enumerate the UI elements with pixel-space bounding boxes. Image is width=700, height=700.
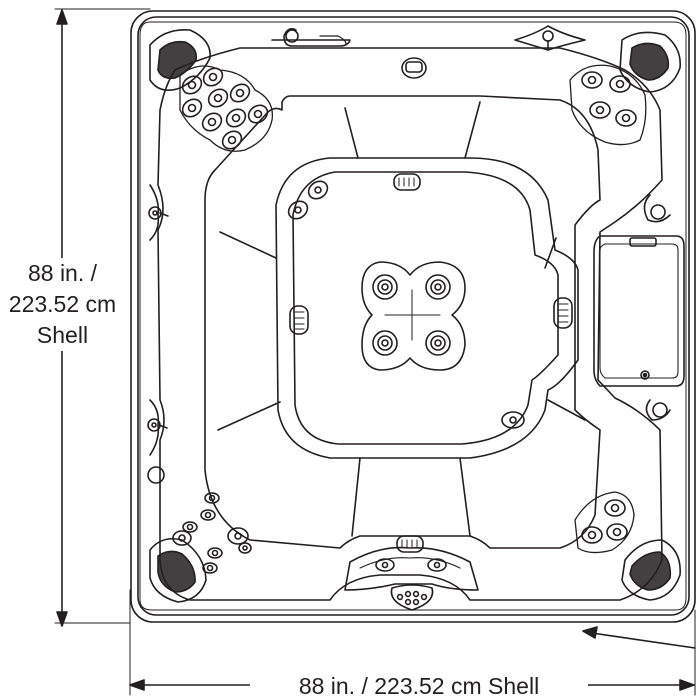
jet [375, 558, 395, 572]
height-shell-text: Shell [36, 322, 89, 348]
jet [221, 130, 243, 150]
pointer-arrow [582, 626, 696, 649]
jet-group-bottom-left [172, 492, 252, 574]
jet [181, 98, 203, 118]
footwell [217, 101, 586, 537]
height-value-cm: 223.52 cm [8, 291, 117, 317]
jet-group-bottom-right [574, 491, 635, 554]
jet [372, 274, 398, 300]
jet [227, 527, 249, 545]
corner-pillow-bottom-right [621, 539, 681, 601]
top-edge-fittings [271, 25, 586, 79]
jet [202, 562, 218, 574]
jet-group-top-left [179, 65, 274, 152]
left-side-fittings [147, 184, 169, 484]
jet [425, 330, 451, 356]
suction-fitting-bottom [396, 535, 424, 553]
jet [501, 411, 525, 429]
jet [615, 109, 637, 127]
width-dimension-label: 88 in. / 223.52 cm Shell [250, 672, 588, 700]
jet [207, 88, 229, 108]
jet [247, 104, 269, 124]
jet [225, 108, 247, 128]
jet [182, 521, 198, 533]
jet [427, 558, 447, 572]
jet [425, 274, 451, 300]
jet [229, 83, 251, 103]
jet [181, 75, 203, 95]
footwell-jets [287, 180, 525, 429]
corner-pillow-top-right [619, 31, 682, 93]
jet [609, 75, 631, 93]
right-lounge-bench [593, 235, 685, 387]
jet [207, 547, 223, 559]
jet [606, 523, 628, 541]
jet [581, 526, 603, 544]
suction-fitting-left [289, 305, 309, 335]
height-value-in: 88 in. / [27, 260, 98, 286]
front-control-panel [344, 546, 479, 611]
right-side-fittings [643, 194, 671, 421]
jet [372, 330, 398, 356]
jet [287, 200, 309, 220]
jet [238, 542, 252, 554]
jet [200, 509, 216, 521]
tub-shell-outline [130, 10, 696, 623]
corner-pillow-top-left [149, 28, 211, 91]
jet [307, 180, 329, 200]
jet [204, 492, 220, 504]
center-jet-cluster [361, 261, 466, 371]
suction-fitting-right [553, 297, 573, 329]
height-dimension-label: 88 in. / 223.52 cm Shell [0, 258, 125, 351]
corner-pillow-bottom-left [149, 537, 207, 603]
jet-group-top-right [569, 64, 647, 146]
suction-fitting-top [393, 173, 421, 191]
jet [201, 112, 223, 132]
jet [172, 530, 192, 546]
jet [202, 67, 224, 87]
jet [581, 71, 603, 89]
jet [604, 499, 626, 517]
jet [589, 101, 611, 119]
